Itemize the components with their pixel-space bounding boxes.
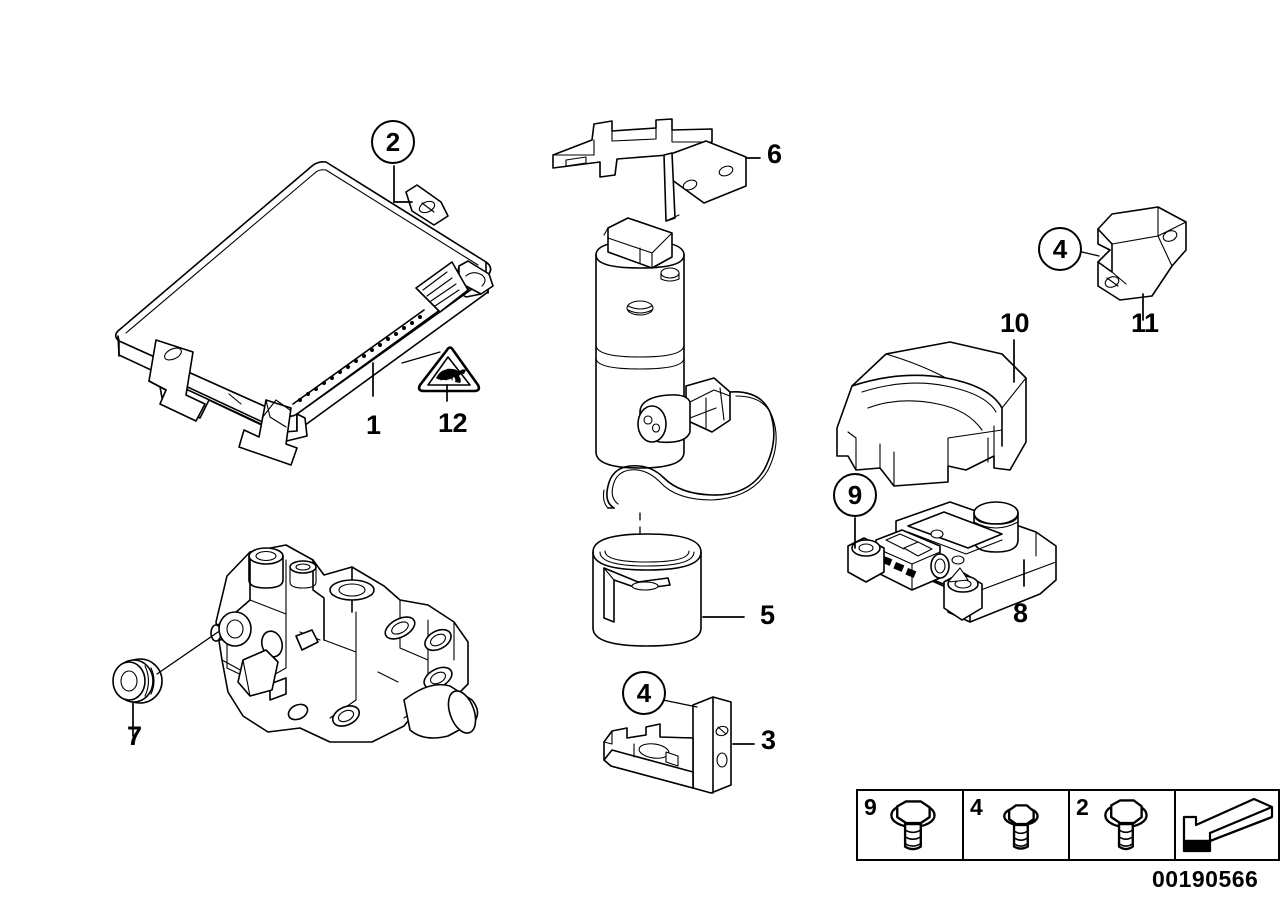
- sensor-yaw-rate-module: [847, 501, 1057, 623]
- leader-line-grommet: [156, 631, 219, 675]
- legend-direction-arrow: [1176, 791, 1282, 859]
- legend-box: 9 4 2: [856, 789, 1280, 861]
- leader-line-4-lower: [662, 699, 698, 708]
- diagram-id-number: 00190566: [1152, 866, 1259, 892]
- callout-circle-4-upper-label: 4: [1052, 234, 1068, 264]
- part-label-1: 1: [366, 410, 381, 440]
- legend-bolt-4-number: 4: [970, 794, 983, 820]
- callout-circle-2: 2: [371, 120, 415, 164]
- control-unit-dsc-module: [114, 161, 494, 466]
- pump-mounting-bracket: [552, 118, 747, 222]
- legend-bolt-9-number: 9: [864, 794, 877, 820]
- hex-flange-bolt-small-icon: [1003, 804, 1039, 850]
- callout-circle-9-label: 9: [847, 480, 863, 510]
- part-label-11: 11: [1131, 308, 1159, 338]
- part-label-3: 3: [761, 725, 776, 755]
- hydraulic-unit-valve-block: [210, 544, 479, 743]
- hydraulic-pump-motor: [595, 217, 777, 509]
- part-label-7: 7: [127, 721, 142, 751]
- legend-bolt-4: 4: [964, 791, 1070, 859]
- sensor-cover: [836, 341, 1027, 487]
- callout-circle-4-lower-label: 4: [636, 678, 652, 708]
- leader-line-4-upper: [1081, 251, 1100, 257]
- callout-circle-2-label: 2: [385, 127, 401, 157]
- leader-line-12: [401, 351, 441, 364]
- warning-label-triangle: [417, 346, 481, 393]
- pump-connector: [637, 377, 731, 444]
- bracket-small: [603, 696, 732, 794]
- part-label-12: 12: [438, 408, 468, 438]
- arrow-direction-marker-icon: [1182, 797, 1274, 853]
- pressure-sensor-bracket: [1097, 206, 1187, 301]
- part-label-10: 10: [1000, 308, 1030, 338]
- hex-flange-bolt-medium-icon: [1104, 799, 1148, 851]
- hex-flange-bolt-large-icon: [890, 800, 936, 851]
- callout-circle-4-lower: 4: [622, 671, 666, 715]
- legend-bolt-2-number: 2: [1076, 794, 1089, 820]
- callout-circle-9: 9: [833, 473, 877, 517]
- legend-bolt-2: 2: [1070, 791, 1176, 859]
- damper-cup-sleeve: [592, 533, 702, 647]
- callout-circle-4-upper: 4: [1038, 227, 1082, 271]
- part-label-8: 8: [1013, 598, 1028, 628]
- part-label-5: 5: [760, 600, 775, 630]
- rubber-grommet-mount: [112, 658, 163, 704]
- legend-bolt-9: 9: [858, 791, 964, 859]
- part-label-6: 6: [767, 139, 782, 169]
- leader-line-2: [393, 165, 413, 203]
